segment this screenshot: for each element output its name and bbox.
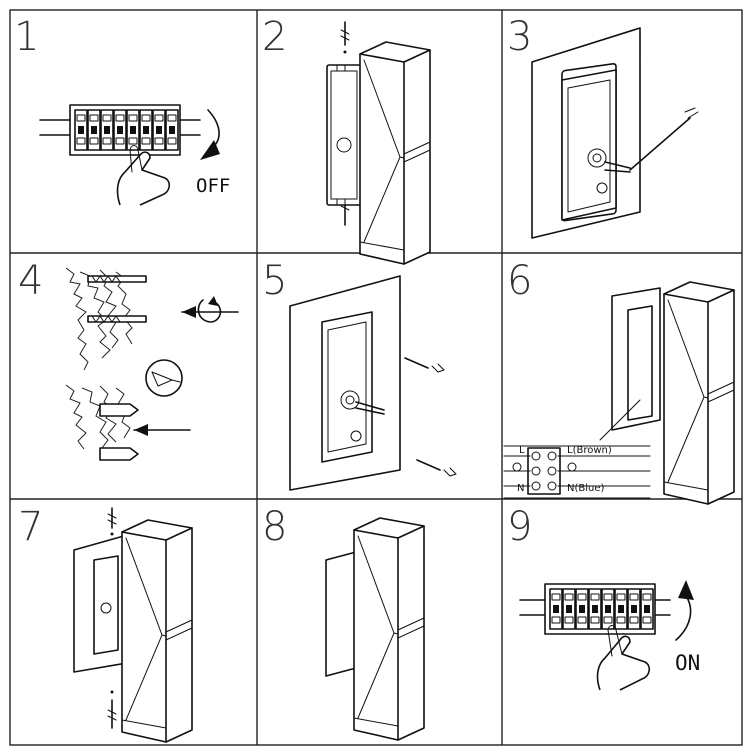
step-2-panel	[326, 21, 431, 265]
screw-icon	[107, 507, 117, 729]
hand-icon	[596, 625, 651, 691]
step-6-panel: L L(Brown) N N(Blue)	[503, 281, 735, 505]
step-9-number: 9	[507, 504, 532, 550]
live-terminal-label: L	[519, 445, 525, 456]
step-5-number: 5	[262, 258, 287, 304]
step-4-panel	[65, 267, 239, 461]
step-9-label: ON	[675, 651, 700, 675]
lamp-body	[353, 517, 425, 741]
ground-symbol-icon	[512, 462, 522, 472]
screw-icon	[404, 357, 457, 477]
hand-icon	[116, 145, 171, 206]
neutral-terminal-label: N	[517, 483, 524, 494]
cable	[604, 117, 691, 173]
step-7-number: 7	[18, 504, 43, 550]
step-1-number: 1	[14, 14, 39, 60]
wiring-diagram: L L(Brown) N N(Blue)	[503, 445, 651, 499]
step-6-number: 6	[507, 258, 532, 304]
step-2-number: 2	[262, 14, 287, 60]
lamp-body	[663, 281, 735, 505]
ground-symbol-icon	[567, 462, 577, 472]
step-4-number: 4	[18, 258, 43, 304]
step-1-panel: OFF	[39, 104, 230, 206]
arrow-up-icon	[675, 595, 692, 641]
lamp-body	[359, 41, 431, 265]
rotation-arrow-icon	[197, 299, 222, 323]
drill-bit-icon	[87, 275, 147, 323]
step-8-number: 8	[262, 504, 287, 550]
breaker-panel	[69, 104, 181, 156]
step-9-panel: ON	[519, 580, 700, 691]
panel-grid	[9, 9, 743, 746]
neutral-wire-label: N(Blue)	[567, 483, 605, 494]
step-8-panel	[325, 517, 425, 741]
wall-anchor-icon	[99, 359, 183, 461]
lamp-body	[121, 519, 193, 743]
step-7-panel	[73, 507, 193, 743]
step-5-panel	[289, 275, 457, 491]
breaker-panel	[544, 583, 656, 635]
live-wire-label: L(Brown)	[567, 445, 612, 456]
step-3-number: 3	[507, 14, 532, 60]
cable	[355, 401, 385, 415]
step-3-panel	[531, 27, 699, 239]
wall-texture	[65, 267, 133, 450]
step-1-label: OFF	[196, 175, 230, 197]
mounting-plate	[326, 64, 362, 206]
